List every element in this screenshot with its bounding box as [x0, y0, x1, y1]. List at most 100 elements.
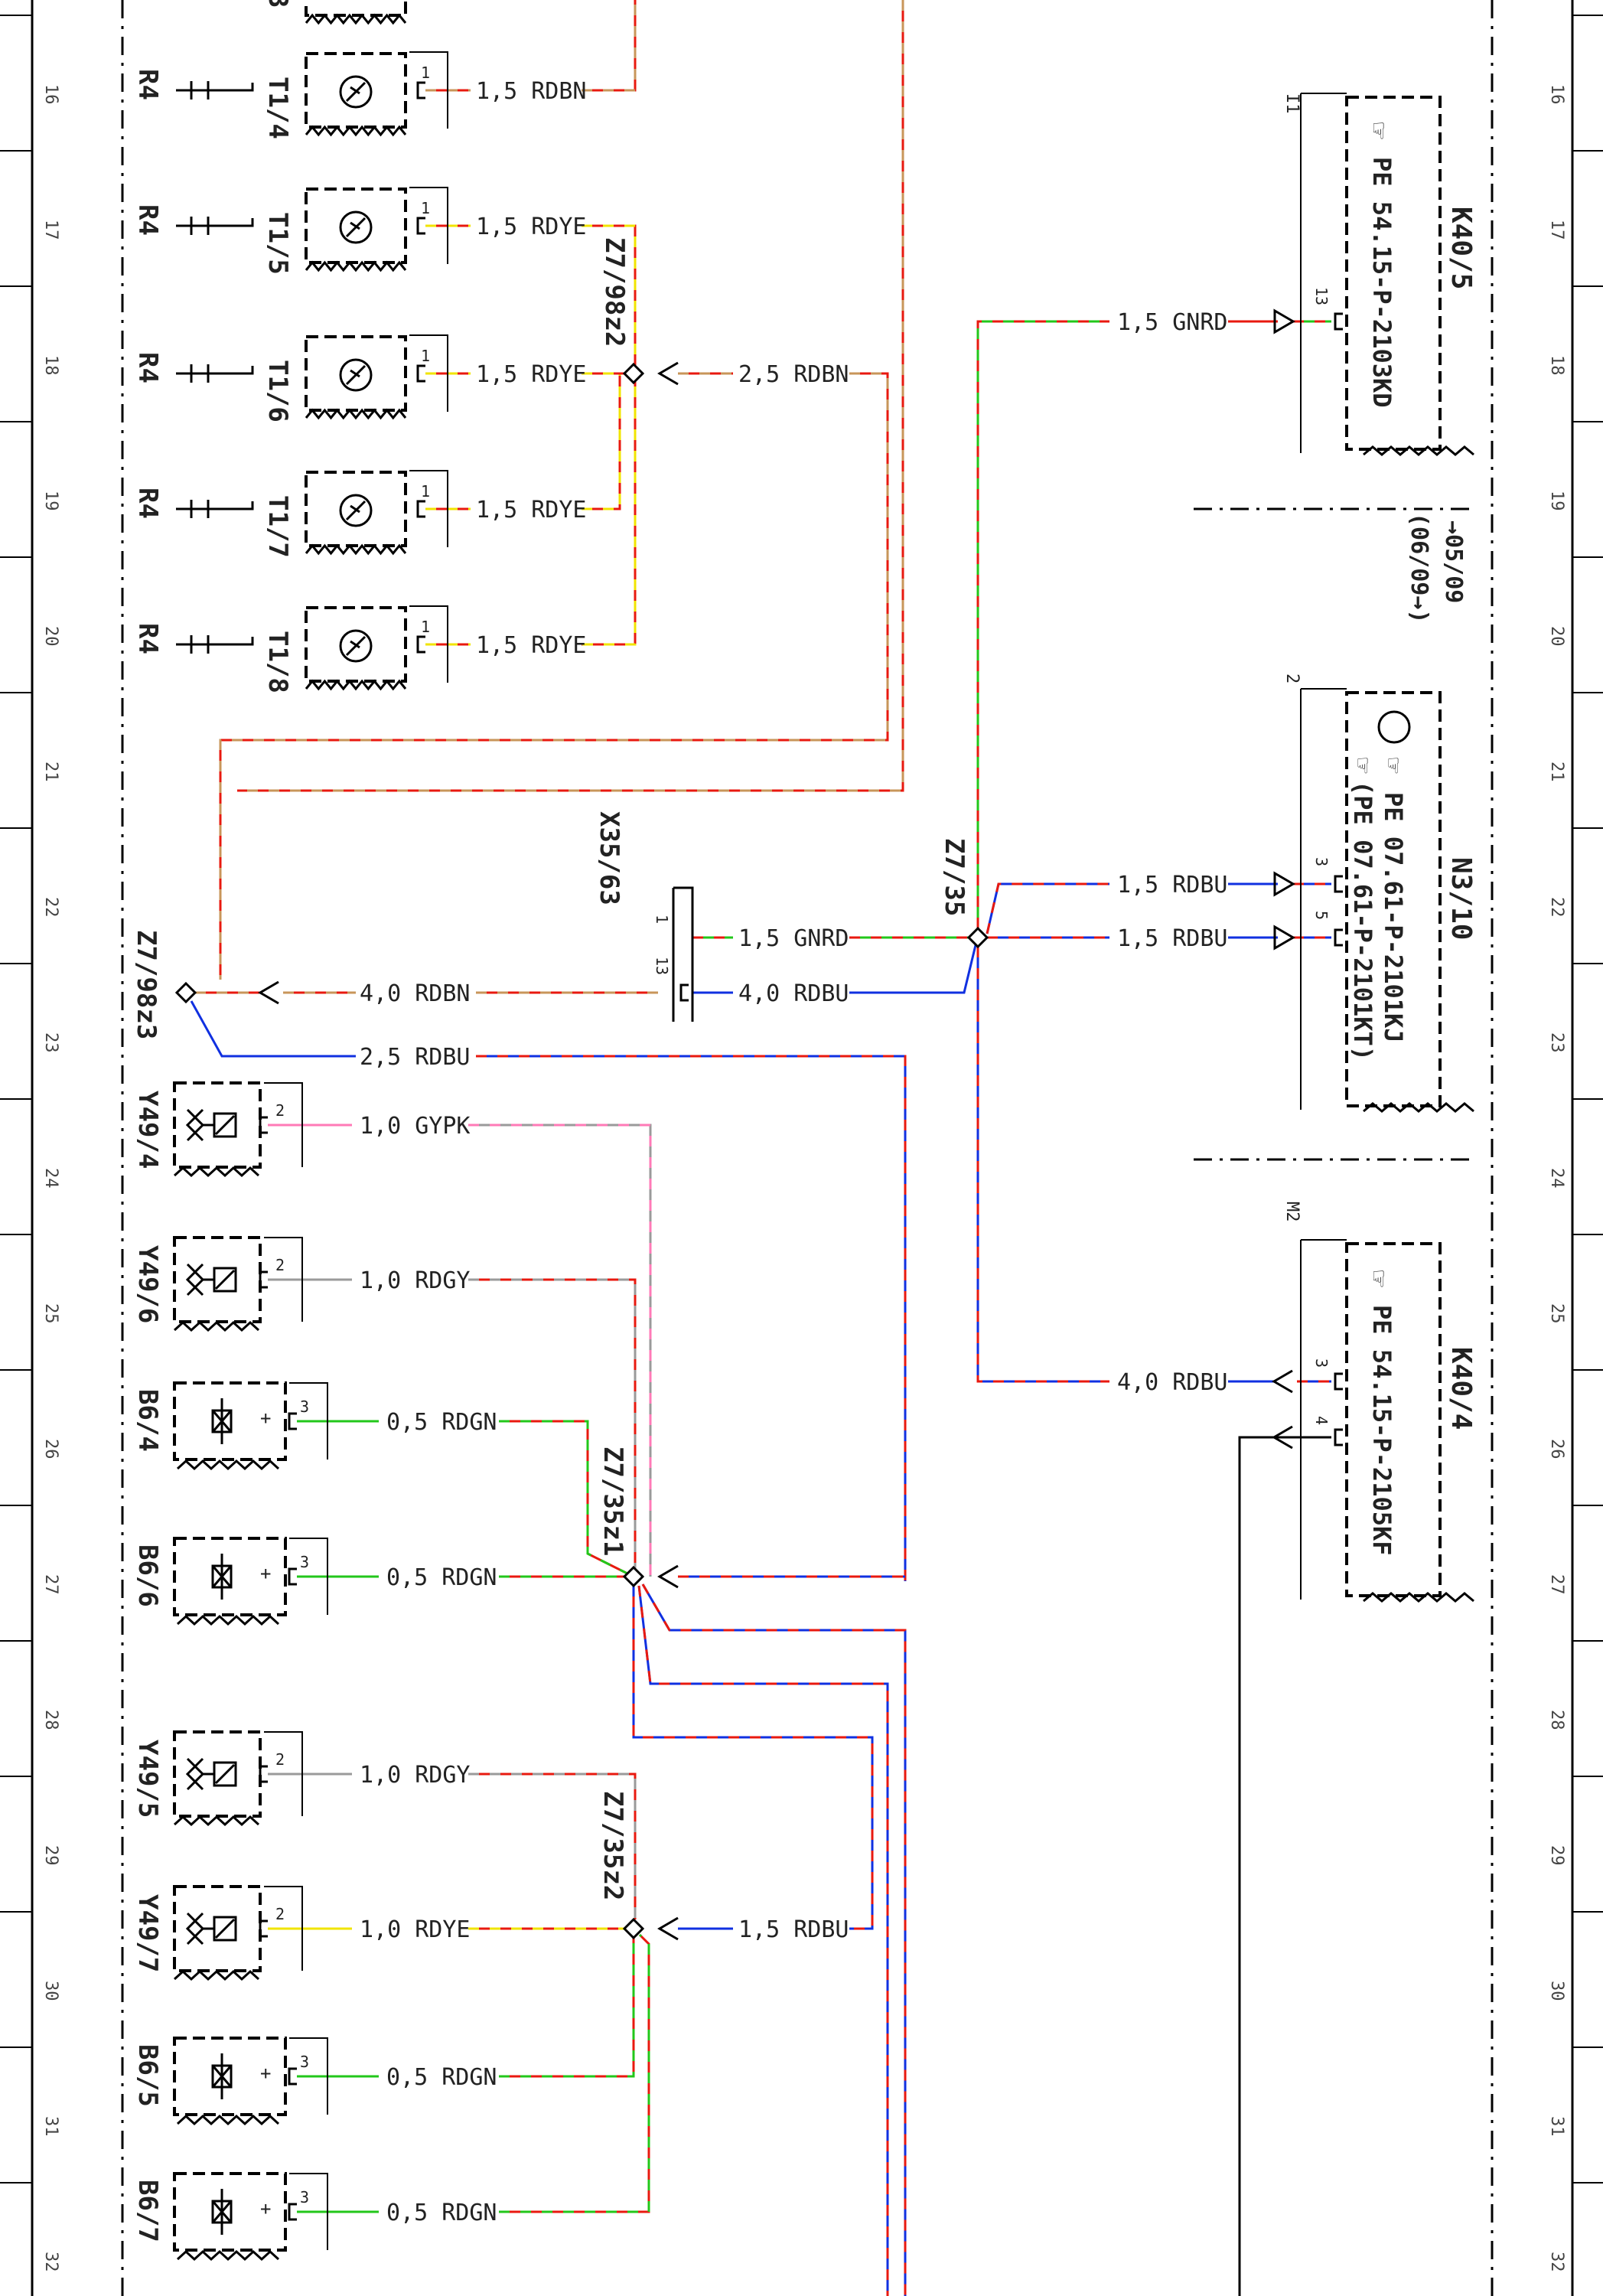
grid-row-label-right: 19 [1547, 491, 1566, 511]
wire-2-5-rdbu-a [190, 1000, 356, 1058]
grid-row-label-right: 32 [1547, 2252, 1566, 2272]
component-tag: I1 [1282, 93, 1302, 114]
pin-number: 2 [275, 1905, 285, 1923]
wire-label: 1,0 RDGY [360, 1762, 471, 1789]
grid-row-label-right: 21 [1547, 762, 1566, 782]
wire-label: 0,5 RDGN [386, 2200, 497, 2226]
wire-rdgy-y495-b [468, 1773, 637, 1919]
wire-label: 2,5 RDBU [360, 1044, 471, 1071]
wire-label: 1,5 GNRD [1117, 309, 1228, 336]
partial-label: 3 [262, 0, 293, 8]
pointer-hand-icon: ☞ [1363, 1270, 1394, 1287]
module-sublabel: T1/4 [262, 77, 293, 139]
wire-gypk-b [468, 1124, 652, 1577]
wire-2-5-rdbu-b [476, 1055, 907, 1581]
wire-label: 1,5 RDYE [476, 361, 587, 388]
pin-number: 1 [653, 915, 671, 924]
module-box [305, 606, 407, 683]
splice-label: Z7/35z2 [598, 1791, 628, 1900]
wire-label: 4,0 RDBU [1117, 1369, 1228, 1396]
pin-number: 1 [421, 64, 430, 82]
wire-rdbu-a [986, 882, 1109, 934]
module-box [305, 471, 407, 547]
splice-z7-98z2 [622, 362, 645, 385]
grid-row-label-left: 24 [41, 1168, 60, 1189]
grid-row-label-left: 17 [41, 220, 60, 240]
sensor-b6-5: B6/5+3 [132, 2037, 328, 2126]
grid-row-label-right: 17 [1547, 220, 1566, 240]
pin-number: 2 [275, 1750, 285, 1769]
module-label: R4 [132, 69, 163, 100]
grid-row-label-right: 31 [1547, 2116, 1566, 2137]
grid-row-label-left: 19 [41, 491, 60, 511]
grid-row-label-right: 23 [1547, 1032, 1566, 1053]
module-box-partial [305, 0, 407, 17]
wire-rdbu-to-z735 [849, 944, 977, 994]
wire-label: 0,5 RDGN [386, 2064, 497, 2091]
transistor-icon [1377, 710, 1411, 744]
component-ref: PE 54.15-P-2105KF [1367, 1305, 1396, 1556]
grid-row-label-right: 30 [1547, 1981, 1566, 2001]
pin-number: 3 [1312, 857, 1331, 866]
valve-label: Y49/7 [132, 1894, 163, 1972]
sensor-icon [211, 2053, 233, 2099]
pin-number: 2 [275, 1101, 285, 1120]
grid-row-label-right: 25 [1547, 1303, 1566, 1324]
module-t1-4: R4 T1/4 1 [132, 51, 448, 139]
pin-number: 13 [1312, 287, 1331, 305]
wire-4-0-rdbu-right [976, 947, 1109, 1383]
version-note-line2: (06/09→) [1406, 513, 1432, 624]
grid-row-label-left: 18 [41, 355, 60, 376]
pin-number: 3 [1312, 1358, 1331, 1368]
wire-2-5-rdbn-loop [219, 372, 889, 980]
splice-label: Z7/35 [939, 838, 969, 916]
wire-rdgn-b67-b [499, 1933, 650, 2213]
pin-number: 2 [275, 1256, 285, 1274]
component-ref: PE 07.61-P-2101KJ [1379, 792, 1408, 1043]
transistor-icon [339, 75, 373, 109]
component-label: N3/10 [1445, 857, 1477, 940]
pin-number: 1 [421, 482, 430, 501]
sensor-b6-7: B6/7+3 [132, 2172, 328, 2262]
wire-35z1-down-c [632, 1586, 874, 1930]
module-label: R4 [132, 204, 163, 236]
grid-row-label-right: 22 [1547, 897, 1566, 918]
sensor-box [173, 2037, 287, 2116]
wire-top-rdbn-loop [237, 0, 904, 792]
grid-row-label-left: 31 [41, 2116, 60, 2137]
wire-label: 1,5 RDYE [476, 497, 587, 523]
wire-label: 1,5 RDBU [1117, 872, 1228, 899]
plus-sign: + [260, 2198, 271, 2219]
pin-number: 3 [300, 2053, 309, 2071]
solenoid-valve-icon [185, 1912, 237, 1945]
sensor-box [173, 1381, 287, 1461]
pointer-hand-icon: ☞ [1378, 758, 1409, 774]
component-label: K40/4 [1445, 1347, 1477, 1430]
grid-row-label-right: 29 [1547, 1845, 1566, 1866]
transistor-icon [339, 210, 373, 244]
grid-row-label-left: 20 [41, 626, 60, 647]
sensor-label: B6/6 [132, 1544, 163, 1607]
grid-row-label-right: 20 [1547, 626, 1566, 647]
plus-sign: + [260, 1563, 271, 1584]
splice-z7-35 [966, 926, 989, 949]
sensor-icon [211, 1398, 233, 1444]
wire-label: 1,5 RDBU [738, 1916, 849, 1943]
module-sublabel: T1/8 [262, 631, 293, 693]
pin-number: 1 [421, 199, 430, 217]
sensor-icon [211, 2189, 233, 2235]
wire-label: 4,0 RDBU [738, 980, 849, 1007]
sensor-box [173, 2172, 287, 2252]
grid-row-label-left: 29 [41, 1845, 60, 1866]
